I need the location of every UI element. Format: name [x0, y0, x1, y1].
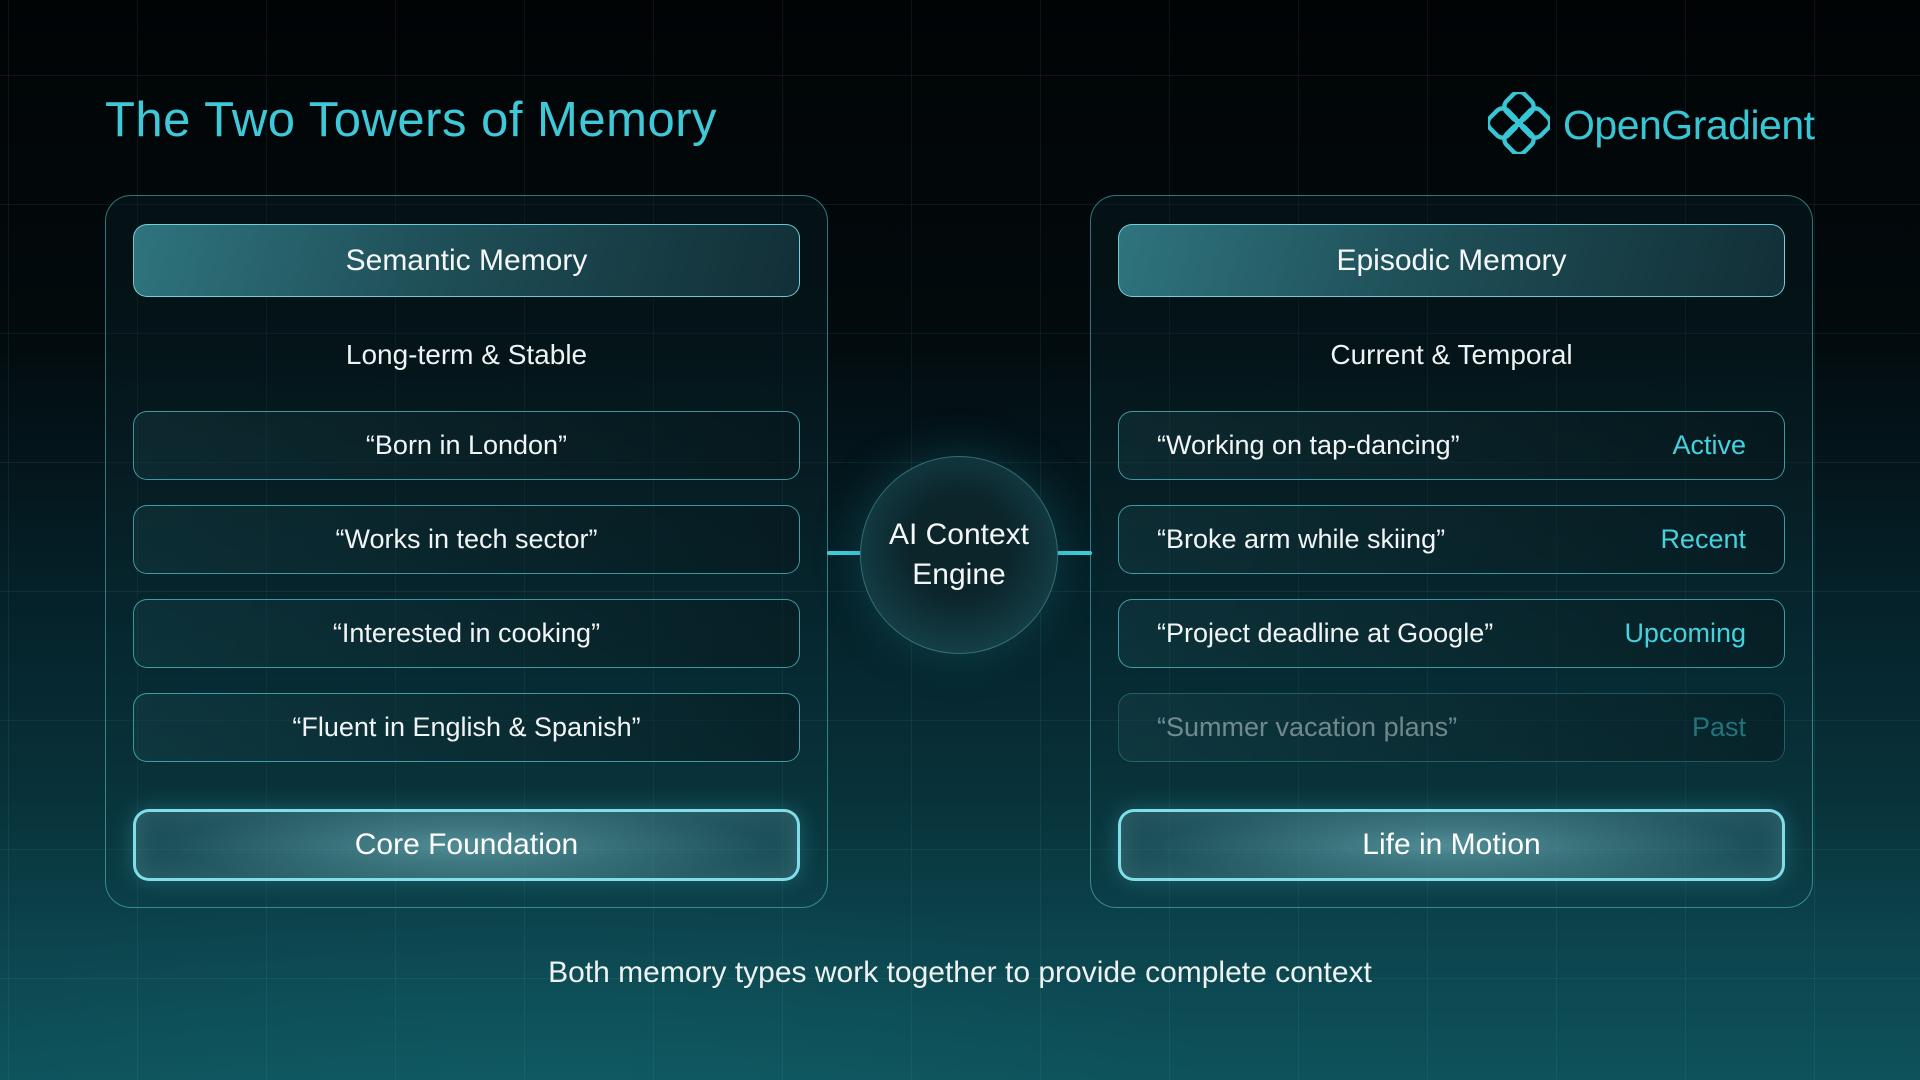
semantic-memory-panel: Semantic Memory Long-term & Stable “Born… [105, 195, 828, 908]
memory-item: “Fluent in English & Spanish” [133, 693, 800, 762]
status-badge: Recent [1660, 524, 1746, 554]
memory-item-text: “Working on tap-dancing” [1157, 430, 1460, 460]
brand-name: OpenGradient [1563, 101, 1815, 148]
episodic-memory-items: “Working on tap-dancing” Active “Broke a… [1118, 411, 1785, 762]
status-badge: Upcoming [1624, 618, 1746, 648]
ai-context-engine-label: AI Context Engine [888, 517, 1030, 592]
memory-item: “Working on tap-dancing” Active [1118, 411, 1785, 480]
memory-item: “Works in tech sector” [133, 505, 800, 574]
episodic-memory-header: Episodic Memory [1118, 224, 1785, 297]
semantic-memory-items: “Born in London” “Works in tech sector” … [133, 411, 800, 762]
episodic-memory-subtitle: Current & Temporal [1330, 339, 1573, 370]
page-title: The Two Towers of Memory [105, 93, 718, 147]
brand-logo: OpenGradient [1485, 89, 1815, 159]
memory-item: “Broke arm while skiing” Recent [1118, 505, 1785, 574]
bottom-caption: Both memory types work together to provi… [548, 956, 1372, 989]
opengradient-flower-icon [1485, 89, 1553, 159]
memory-item: “Interested in cooking” [133, 599, 800, 668]
ai-context-engine-node: AI Context Engine [860, 456, 1058, 654]
semantic-memory-header: Semantic Memory [133, 224, 800, 297]
memory-item: “Born in London” [133, 411, 800, 480]
semantic-memory-subtitle: Long-term & Stable [345, 339, 588, 370]
memory-item-text: “Broke arm while skiing” [1157, 524, 1446, 554]
semantic-memory-footer: Core Foundation [133, 809, 800, 881]
memory-item: “Summer vacation plans” Past [1118, 693, 1785, 762]
episodic-memory-footer: Life in Motion [1118, 809, 1785, 881]
memory-item: “Project deadline at Google” Upcoming [1118, 599, 1785, 668]
connector-line-left [827, 551, 864, 555]
connector-line-right [1055, 551, 1092, 555]
episodic-memory-panel: Episodic Memory Current & Temporal “Work… [1090, 195, 1813, 908]
status-badge: Active [1672, 430, 1746, 460]
status-badge: Past [1691, 712, 1746, 742]
memory-item-text: “Summer vacation plans” [1157, 712, 1458, 742]
memory-item-text: “Project deadline at Google” [1157, 618, 1494, 648]
